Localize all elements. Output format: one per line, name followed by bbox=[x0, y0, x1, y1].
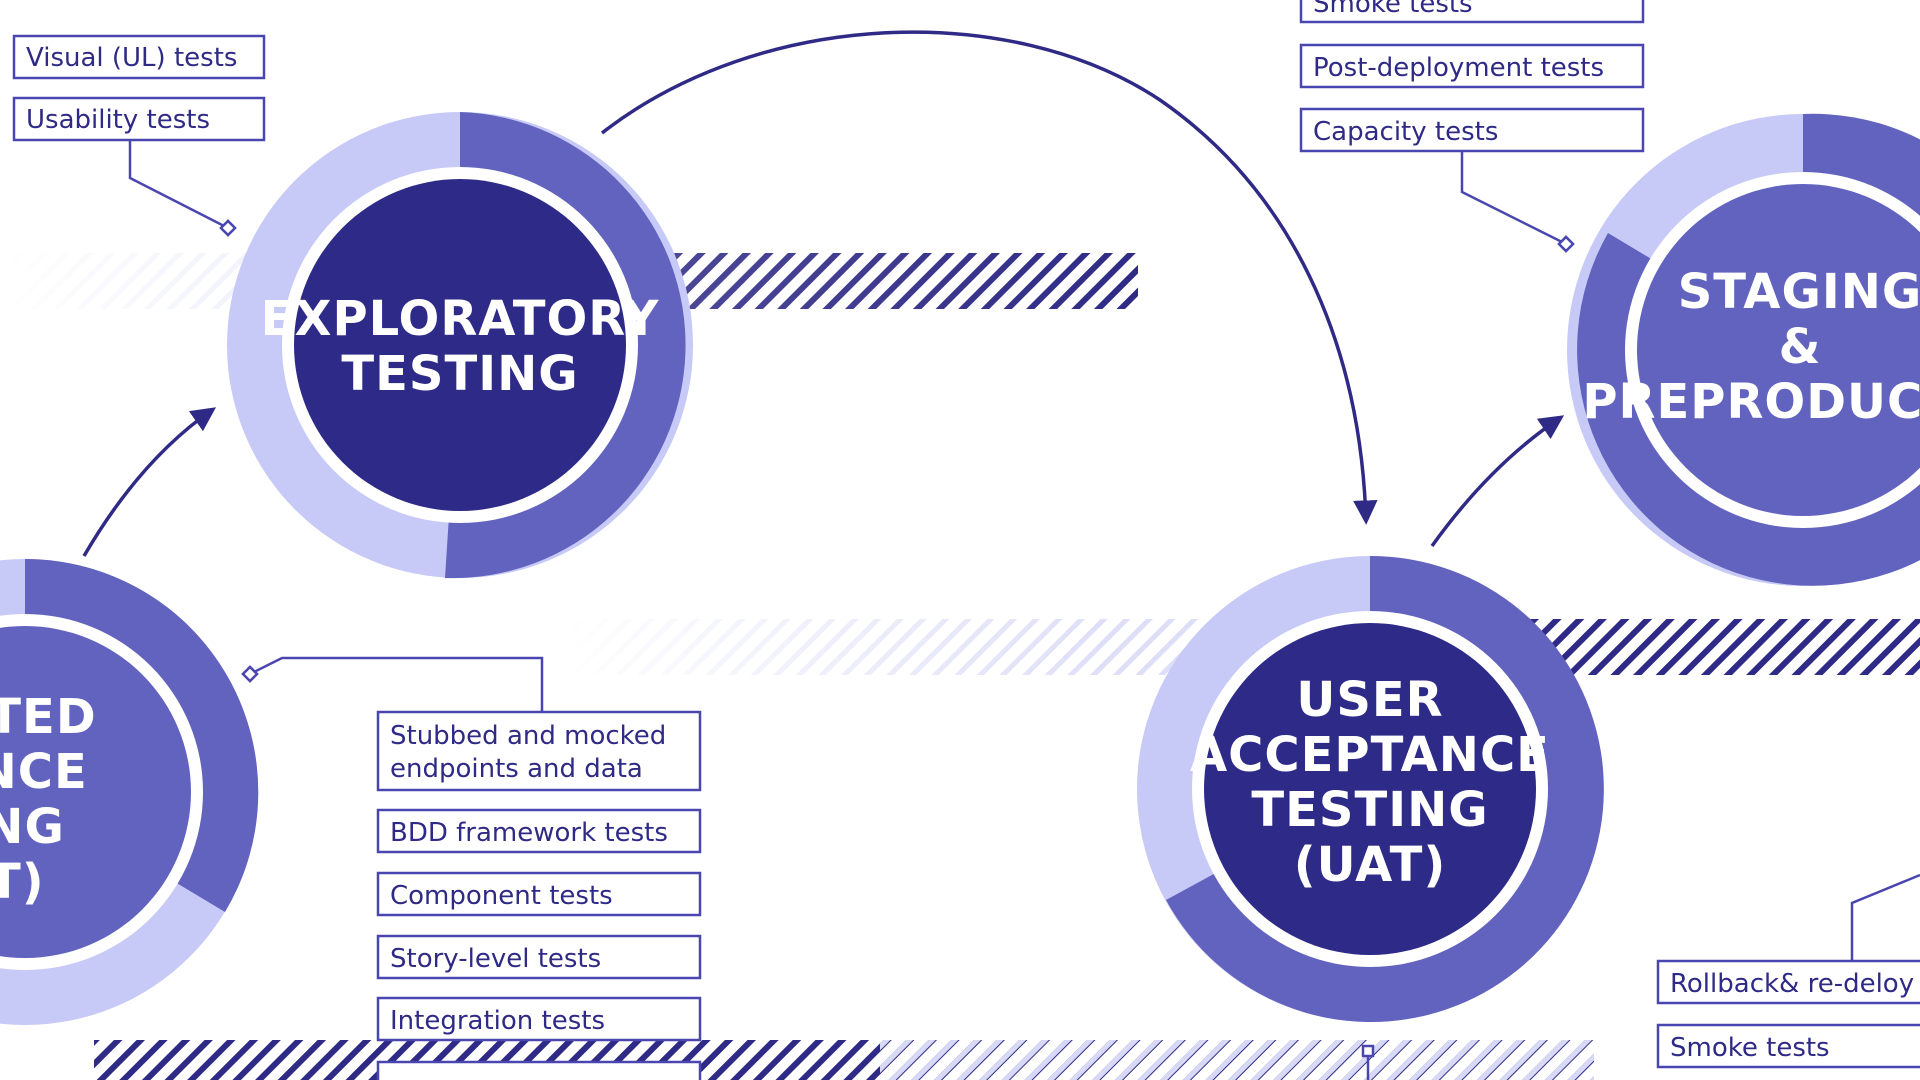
aat-title-line-4: AAT) bbox=[0, 854, 45, 910]
svg-text:Story-level tests: Story-level tests bbox=[390, 944, 601, 974]
svg-text:endpoints and data: endpoints and data bbox=[390, 754, 643, 784]
stripe-band-bottom bbox=[94, 1040, 1594, 1080]
stage-staging-preproduction: STAGING & PREPRODUCTIO bbox=[1567, 113, 1920, 586]
stage-exploratory-testing: EXPLORATORY TESTING bbox=[227, 112, 693, 579]
connector-staging-bottom-tags bbox=[1850, 873, 1920, 960]
svg-text:Smoke tests: Smoke tests bbox=[1670, 1033, 1830, 1063]
staging-title-line-1: STAGING bbox=[1678, 264, 1920, 320]
connector-exploratory-tags bbox=[128, 140, 229, 230]
svg-text:Post-deployment tests: Post-deployment tests bbox=[1313, 53, 1604, 83]
stage-user-acceptance-testing: USER ACCEPTANCE TESTING (UAT) bbox=[1137, 555, 1604, 1022]
svg-text:Component tests: Component tests bbox=[390, 881, 613, 911]
tag-box-cut-off bbox=[376, 1060, 702, 1080]
aat-title-line-2: PTANCE bbox=[0, 744, 88, 800]
uat-title-line-2: ACCEPTANCE bbox=[1190, 727, 1550, 783]
staging-title-line-2: & bbox=[1779, 319, 1822, 375]
tag-stubbed-mocked-endpoints: Stubbed and mocked endpoints and data bbox=[376, 710, 702, 792]
connector-aat-tags bbox=[249, 656, 544, 712]
arrow-aat-to-exploratory bbox=[82, 407, 217, 557]
connector-node-staging-top bbox=[1557, 235, 1575, 253]
tag-capacity-tests: Capacity tests bbox=[1299, 107, 1645, 153]
connector-node-exploratory bbox=[219, 219, 237, 237]
stage-automated-acceptance-testing: OMATED PTANCE STING AAT) bbox=[0, 558, 259, 1025]
svg-text:Stubbed and mocked: Stubbed and mocked bbox=[390, 721, 666, 751]
svg-text:Usability tests: Usability tests bbox=[26, 105, 210, 135]
tag-visual-ul-tests: Visual (UL) tests bbox=[12, 34, 266, 80]
connector-node-aat bbox=[241, 665, 259, 683]
tag-story-level-tests: Story-level tests bbox=[376, 934, 702, 980]
aat-title-line-1: OMATED bbox=[0, 689, 97, 745]
svg-text:Smoke tests: Smoke tests bbox=[1313, 0, 1473, 19]
svg-text:Integration tests: Integration tests bbox=[390, 1006, 605, 1036]
uat-title-line-1: USER bbox=[1296, 672, 1443, 728]
arrow-exploratory-to-uat bbox=[600, 30, 1378, 525]
svg-text:Rollback& re-deloy: Rollback& re-deloy bbox=[1670, 969, 1914, 999]
staging-title-line-3: PREPRODUCTIO bbox=[1582, 374, 1920, 430]
tag-bdd-framework-tests: BDD framework tests bbox=[376, 808, 702, 854]
uat-title-line-4: (UAT) bbox=[1294, 837, 1447, 893]
uat-title-line-3: TESTING bbox=[1251, 782, 1488, 838]
connector-staging-top-tags bbox=[1460, 151, 1567, 246]
tag-smoke-tests-top: Smoke tests bbox=[1299, 0, 1645, 24]
svg-text:BDD framework tests: BDD framework tests bbox=[390, 818, 668, 848]
tag-usability-tests: Usability tests bbox=[12, 96, 266, 142]
tag-integration-tests: Integration tests bbox=[376, 996, 702, 1042]
exploratory-title-line-2: TESTING bbox=[341, 346, 578, 402]
exploratory-title-line-1: EXPLORATORY bbox=[261, 291, 660, 347]
tag-component-tests: Component tests bbox=[376, 871, 702, 917]
tag-rollback-redeploy: Rollback& re-deloy bbox=[1656, 959, 1920, 1005]
svg-text:Visual (UL) tests: Visual (UL) tests bbox=[26, 43, 237, 73]
exploratory-core bbox=[294, 179, 626, 511]
arrow-uat-to-staging bbox=[1430, 415, 1565, 548]
tag-post-deployment-tests: Post-deployment tests bbox=[1299, 43, 1645, 89]
connector-node-uat bbox=[1361, 1044, 1375, 1058]
tag-smoke-tests-bottom: Smoke tests bbox=[1656, 1023, 1920, 1069]
svg-text:Capacity tests: Capacity tests bbox=[1313, 117, 1498, 147]
staging-core bbox=[1637, 184, 1920, 516]
uat-core bbox=[1204, 623, 1536, 955]
aat-title-line-3: STING bbox=[0, 799, 65, 855]
aat-core bbox=[0, 626, 191, 958]
